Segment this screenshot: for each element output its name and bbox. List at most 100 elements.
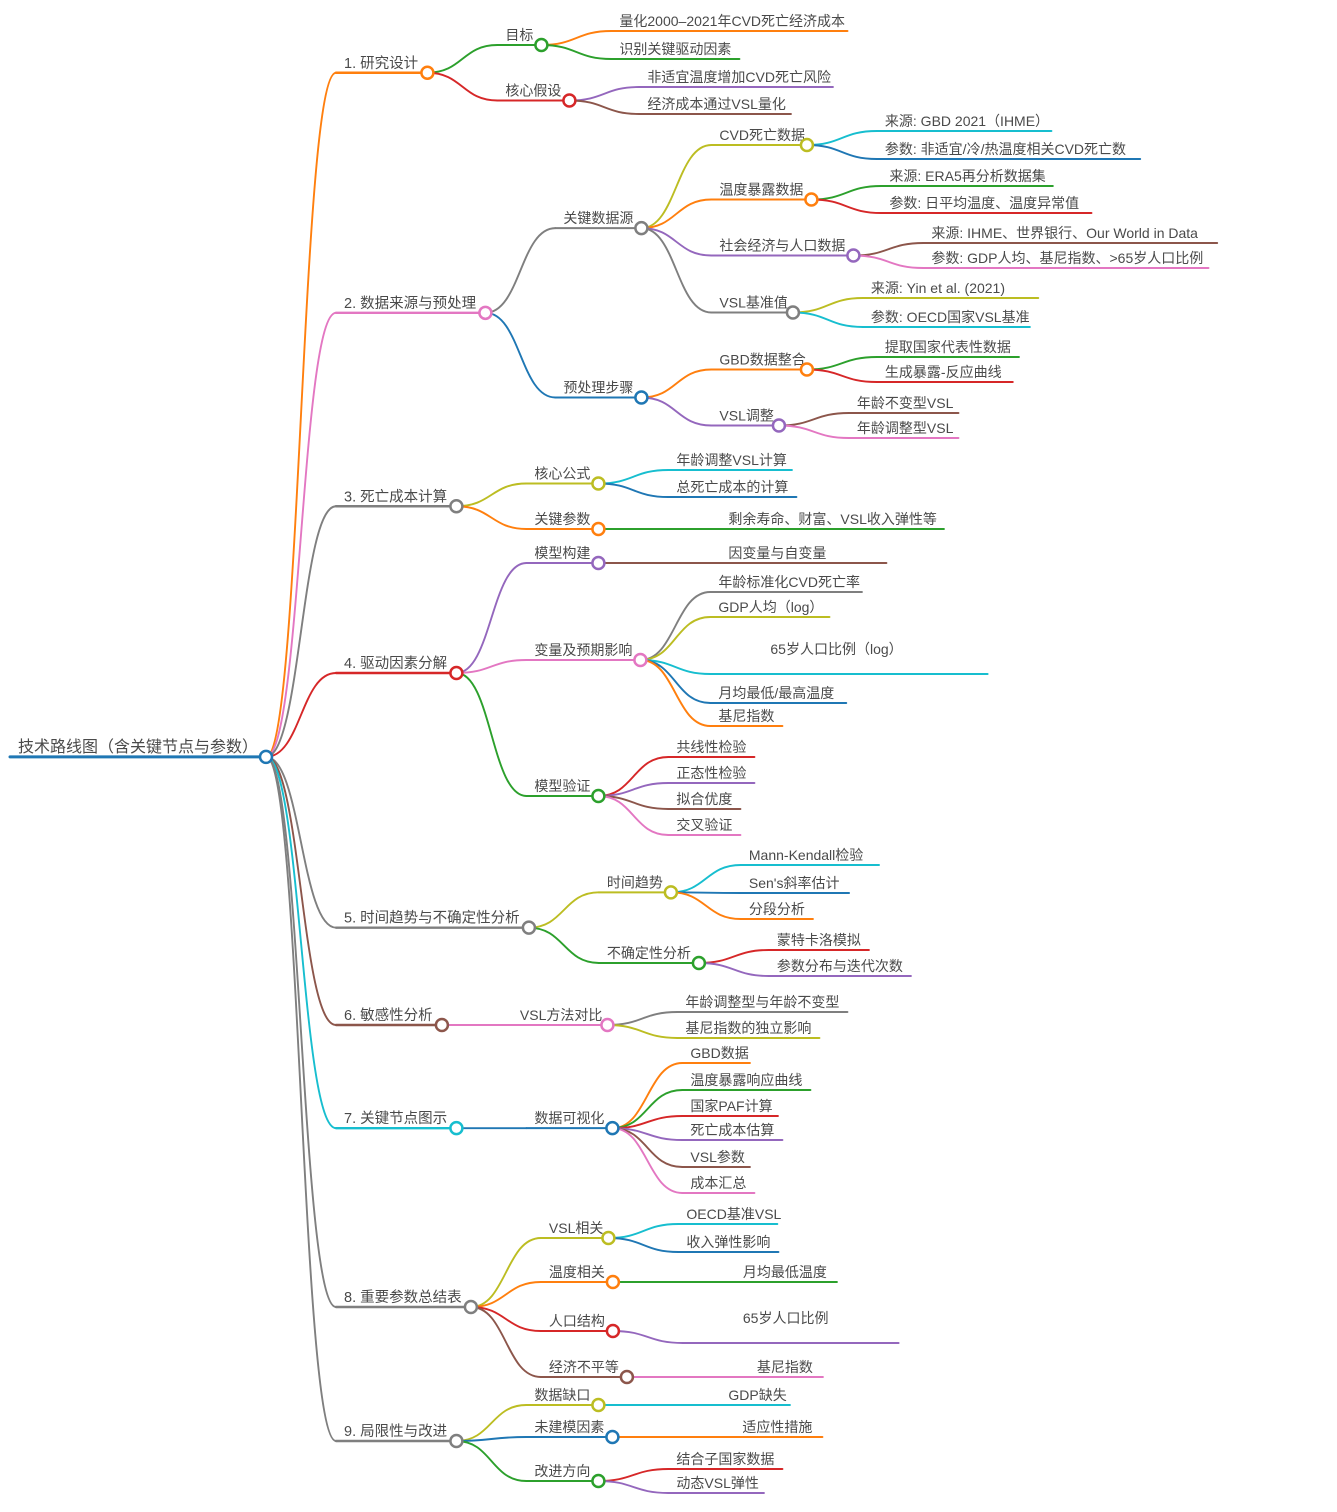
branch-link xyxy=(640,198,713,230)
node-toggle[interactable] xyxy=(846,248,861,263)
mindmap-node: OECD基准VSL xyxy=(677,1206,782,1225)
node-toggle[interactable] xyxy=(449,1120,464,1136)
node-toggle[interactable] xyxy=(534,37,549,53)
node-label: 数据缺口 xyxy=(534,1387,590,1403)
node-label: 时间趋势 xyxy=(607,874,663,890)
node-label: 来源: ERA5再分析数据集 xyxy=(889,168,1045,184)
node-toggle[interactable] xyxy=(478,305,493,321)
branch-link xyxy=(265,672,337,758)
node-label: 不确定性分析 xyxy=(607,945,691,961)
mindmap-node: 共线性检验 xyxy=(667,739,756,758)
node-label: 7. 关键节点图示 xyxy=(344,1110,447,1127)
node-toggle[interactable] xyxy=(591,1397,606,1413)
node-toggle[interactable] xyxy=(591,476,606,491)
node-toggle[interactable] xyxy=(619,1369,635,1385)
branch-link xyxy=(426,71,499,102)
node-label: 年龄调整型VSL xyxy=(857,420,954,436)
node-toggle[interactable] xyxy=(691,955,707,971)
node-toggle[interactable] xyxy=(605,1323,621,1339)
mindmap-node: 改进方向 xyxy=(525,1463,606,1489)
node-label: 温度相关 xyxy=(549,1264,605,1280)
node-toggle[interactable] xyxy=(633,652,648,668)
node-label: 模型构建 xyxy=(534,545,590,561)
node-label: 非适宜温度增加CVD死亡风险 xyxy=(647,69,831,85)
mindmap-node: 预处理步骤 xyxy=(554,380,649,405)
mindmap-node: 社会经济与人口数据 xyxy=(710,238,861,263)
branch-link xyxy=(484,227,557,314)
mindmap-node: 不确定性分析 xyxy=(597,945,707,971)
node-label: GDP缺失 xyxy=(728,1387,786,1403)
node-toggle[interactable] xyxy=(591,788,606,804)
node-label: 变量及预期影响 xyxy=(534,642,632,658)
node-toggle[interactable] xyxy=(600,1017,615,1033)
node-toggle[interactable] xyxy=(799,362,815,377)
node-toggle[interactable] xyxy=(449,1433,464,1449)
mindmap-node: 基尼指数的独立影响 xyxy=(676,1020,821,1039)
mindmap-node: 总死亡成本的计算 xyxy=(667,479,798,498)
mindmap-node: 5. 时间趋势与不确定性分析 xyxy=(334,910,537,935)
mindmap-node: VSL相关 xyxy=(539,1220,616,1246)
node-toggle[interactable] xyxy=(449,499,464,514)
mindmap-node: 经济成本通过VSL量化 xyxy=(638,96,792,115)
branch-link xyxy=(669,891,742,920)
branch-link xyxy=(640,368,713,399)
branch-link xyxy=(611,1062,684,1130)
node-label: 经济不平等 xyxy=(549,1359,619,1375)
node-toggle[interactable] xyxy=(591,1473,606,1489)
node-label: 温度暴露数据 xyxy=(719,182,803,198)
node-toggle[interactable] xyxy=(799,137,815,153)
mindmap-node: 人口结构 xyxy=(539,1313,621,1339)
node-label: 基尼指数 xyxy=(757,1359,813,1375)
node-toggle[interactable] xyxy=(663,885,679,900)
node-label: 3. 死亡成本计算 xyxy=(344,488,447,505)
node-label: 2. 数据来源与预处理 xyxy=(344,295,477,312)
node-label: OECD基准VSL xyxy=(686,1206,781,1222)
node-toggle[interactable] xyxy=(601,1230,616,1246)
node-label: 核心公式 xyxy=(534,466,590,482)
node-label: 分段分析 xyxy=(749,901,805,917)
node-toggle[interactable] xyxy=(591,521,606,537)
branch-link xyxy=(455,562,528,674)
node-toggle[interactable] xyxy=(562,93,577,108)
node-toggle[interactable] xyxy=(258,749,274,765)
node-toggle[interactable] xyxy=(771,418,787,433)
node-label: 动态VSL弹性 xyxy=(676,1475,758,1491)
branch-link xyxy=(540,44,613,60)
node-toggle[interactable] xyxy=(591,555,606,571)
mindmap-node: 变量及预期影响 xyxy=(525,642,648,668)
node-toggle[interactable] xyxy=(434,1017,450,1033)
branch-link xyxy=(852,254,925,269)
node-toggle[interactable] xyxy=(785,305,801,320)
node-toggle[interactable] xyxy=(521,920,537,935)
node-label: 年龄不变型VSL xyxy=(857,395,954,411)
mindmap-node: 8. 重要参数总结表 xyxy=(334,1289,479,1315)
node-toggle[interactable] xyxy=(420,65,435,80)
node-label: 成本汇总 xyxy=(690,1175,746,1191)
node-toggle[interactable] xyxy=(605,1120,620,1136)
node-label: 1. 研究设计 xyxy=(344,55,418,72)
node-label: 参数: OECD国家VSL基准 xyxy=(871,309,1030,325)
node-label: Mann-Kendall检验 xyxy=(749,847,863,863)
mindmap-node: VSL参数 xyxy=(681,1149,751,1168)
node-label: 未建模因素 xyxy=(534,1419,604,1435)
branch-link xyxy=(265,755,337,1130)
node-toggle[interactable] xyxy=(634,390,649,405)
node-toggle[interactable] xyxy=(804,192,819,207)
mindmap-node: 剩余寿命、财富、VSL收入弹性等 xyxy=(667,511,945,530)
branch-link xyxy=(597,1468,670,1482)
branch-link xyxy=(697,962,770,977)
node-toggle[interactable] xyxy=(449,665,464,681)
branch-link xyxy=(777,412,850,427)
node-toggle[interactable] xyxy=(634,220,649,236)
node-toggle[interactable] xyxy=(605,1429,620,1445)
node-label: 模型验证 xyxy=(534,778,590,794)
mindmap-node: 温度暴露数据 xyxy=(710,182,819,207)
node-toggle[interactable] xyxy=(605,1274,621,1290)
node-label: 月均最低温度 xyxy=(743,1264,827,1280)
node-label: 死亡成本估算 xyxy=(690,1122,774,1138)
mindmap-node: CVD死亡数据 xyxy=(710,127,815,153)
node-label: 参数分布与迭代次数 xyxy=(777,958,903,974)
mindmap-node: 蒙特卡洛模拟 xyxy=(767,932,870,951)
node-toggle[interactable] xyxy=(463,1299,479,1315)
branch-link xyxy=(265,71,337,758)
